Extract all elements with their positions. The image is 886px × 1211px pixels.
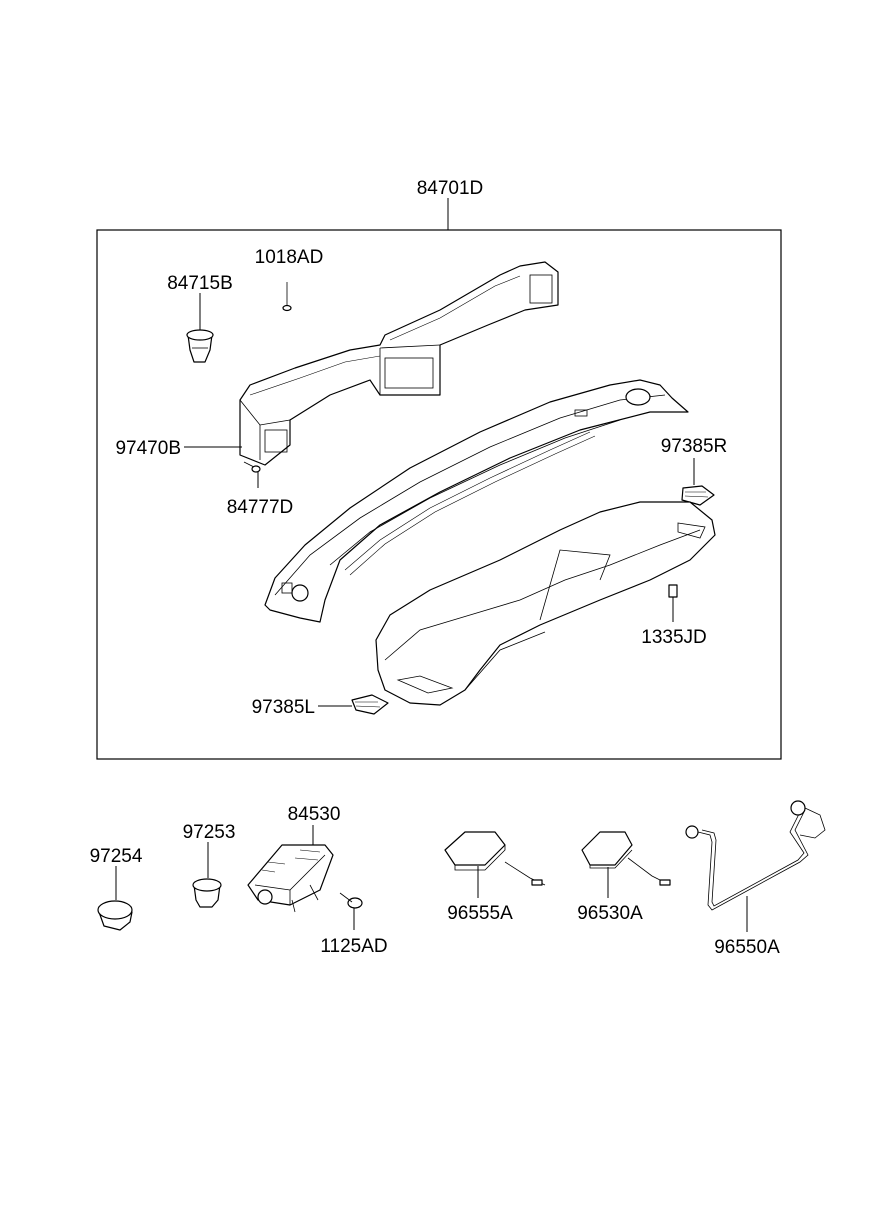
clip-part[interactable] (668, 584, 678, 622)
bolt-bottom-part[interactable] (339, 892, 363, 930)
label-1335JD[interactable]: 1335JD (641, 627, 707, 648)
bolt-top-part[interactable] (282, 282, 292, 312)
label-96555A[interactable]: 96555A (447, 903, 513, 924)
airbag-part[interactable] (247, 825, 334, 913)
defroster-nozzle-part[interactable] (264, 379, 689, 623)
cap-part[interactable] (97, 866, 133, 931)
screw-part[interactable] (243, 461, 261, 488)
label-97254[interactable]: 97254 (90, 846, 143, 867)
lower-panel-part[interactable] (375, 501, 716, 706)
plug-part[interactable] (192, 842, 222, 908)
label-1018AD[interactable]: 1018AD (255, 247, 324, 268)
label-84715B[interactable]: 84715B (167, 273, 233, 294)
label-84530[interactable]: 84530 (288, 804, 341, 825)
duct-part[interactable] (239, 261, 559, 466)
cover-left-part[interactable] (318, 694, 389, 715)
grommet-part[interactable] (186, 293, 214, 363)
harness-part[interactable] (685, 800, 826, 932)
assembly-frame (96, 229, 782, 760)
label-97253[interactable]: 97253 (183, 822, 236, 843)
label-97385L[interactable]: 97385L (252, 697, 315, 718)
cover-right-part[interactable] (681, 458, 715, 506)
label-84701D[interactable]: 84701D (417, 178, 484, 199)
module-b-part[interactable] (581, 831, 671, 898)
label-96550A[interactable]: 96550A (714, 937, 780, 958)
label-84777D[interactable]: 84777D (227, 497, 294, 518)
module-a-part[interactable] (444, 831, 546, 898)
label-97385R[interactable]: 97385R (661, 436, 728, 457)
label-1125AD[interactable]: 1125AD (320, 936, 387, 957)
label-96530A[interactable]: 96530A (577, 903, 643, 924)
label-97470B[interactable]: 97470B (115, 438, 181, 459)
